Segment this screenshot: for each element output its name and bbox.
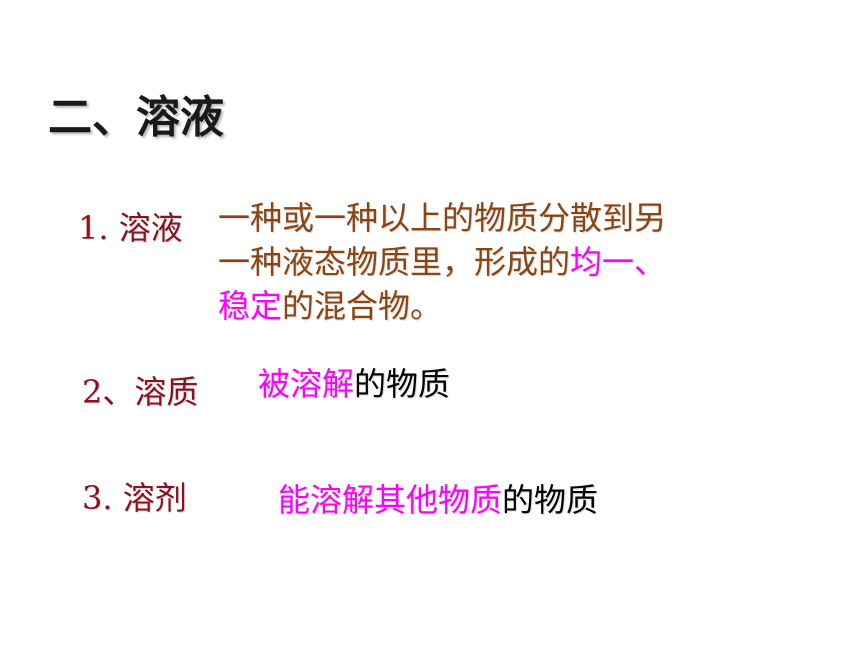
definition-solvent: 能溶解其他物质的物质 bbox=[278, 478, 598, 522]
definition-text: 的物质 bbox=[354, 365, 451, 403]
definition-highlight: 均一、 bbox=[570, 243, 667, 281]
definition-text: 一种液态物质里，形成的 bbox=[218, 243, 571, 281]
term-label-solution: 1. 溶液 bbox=[78, 209, 183, 247]
definition-highlight: 被溶解 bbox=[258, 365, 355, 403]
definition-line: 一种或一种以上的物质分散到另 bbox=[218, 199, 667, 237]
term-label-solvent: 3. 溶剂 bbox=[82, 479, 187, 517]
definition-line: 一种液态物质里，形成的均一、 bbox=[218, 240, 666, 284]
term-label-solute: 2、溶质 bbox=[82, 373, 199, 411]
slide-title: 二、溶液 bbox=[48, 92, 224, 143]
definition-solute: 被溶解的物质 bbox=[258, 362, 450, 406]
definition-line: 稳定的混合物。 bbox=[218, 284, 666, 328]
definition-solution: 一种或一种以上的物质分散到另 一种液态物质里，形成的均一、 稳定的混合物。 bbox=[218, 196, 666, 328]
definition-text: 的混合物。 bbox=[282, 287, 443, 325]
definition-text: 的物质 bbox=[502, 481, 599, 519]
definition-highlight: 稳定 bbox=[218, 287, 283, 325]
definition-highlight: 能溶解其他物质 bbox=[278, 481, 503, 519]
